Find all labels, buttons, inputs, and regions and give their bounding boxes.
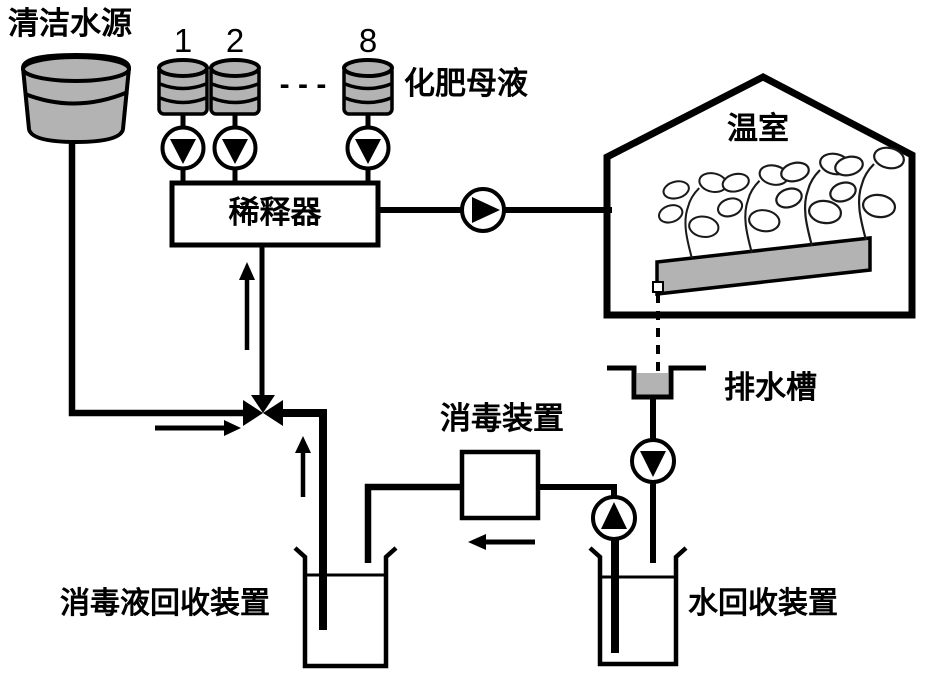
drain-line bbox=[630, 397, 676, 563]
clean-water-pipe bbox=[68, 142, 245, 417]
flow-arrow-right bbox=[155, 420, 241, 436]
three-way-valve-icon bbox=[243, 395, 283, 426]
fertilizer-tank-2 bbox=[209, 58, 261, 184]
flow-arrow-up-to-diluter bbox=[239, 262, 255, 350]
disinfected-return-pipe bbox=[364, 483, 462, 563]
water-return-line bbox=[538, 484, 637, 653]
drain-trough-label: 排水槽 bbox=[724, 370, 817, 405]
flow-arrow-up-from-recovery bbox=[295, 436, 311, 497]
water-recovery-label: 水回收装置 bbox=[688, 587, 838, 620]
diluter-label: 稀释器 bbox=[228, 195, 322, 230]
trough-drain-outlet bbox=[652, 281, 664, 293]
fertilizer-stock-label: 化肥母液 bbox=[404, 66, 528, 101]
disinfection-box bbox=[459, 449, 541, 521]
tank-number-8: 8 bbox=[358, 22, 378, 59]
tank-number-2: 2 bbox=[225, 22, 245, 59]
flow-arrow-left bbox=[468, 534, 535, 550]
grow-trough bbox=[652, 236, 872, 296]
drain-liquid bbox=[637, 373, 668, 395]
tanks-ellipsis: - - - bbox=[279, 68, 327, 101]
diluter-box bbox=[169, 180, 381, 248]
clean-water-source-label: 清洁水源 bbox=[8, 6, 132, 41]
water-recovery-beaker bbox=[588, 546, 688, 667]
tank-number-1: 1 bbox=[173, 22, 193, 59]
disinfectant-suction-pipe bbox=[281, 409, 327, 630]
greenhouse-label: 温室 bbox=[727, 111, 789, 146]
drain-trough-funnel bbox=[607, 365, 706, 400]
disinfectant-recovery-beaker bbox=[293, 546, 398, 669]
disinfectant-recovery-label: 消毒液回收装置 bbox=[60, 587, 270, 620]
supply-line bbox=[378, 187, 612, 233]
disinfection-device-label: 消毒装置 bbox=[440, 401, 564, 436]
clean-water-tank bbox=[20, 52, 132, 145]
fertilizer-tank-1 bbox=[157, 58, 209, 184]
fertilizer-tank-8 bbox=[342, 58, 394, 184]
